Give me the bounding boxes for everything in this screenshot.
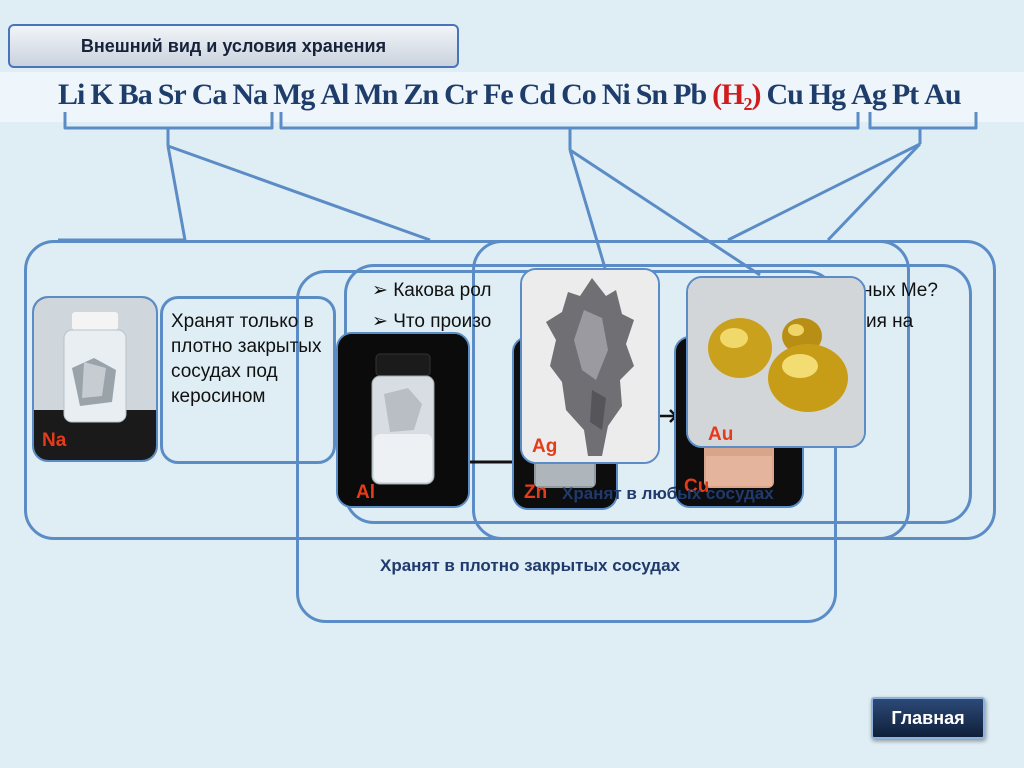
- question-2-end: ия на: [866, 311, 914, 332]
- series-el-fe: Fe: [483, 78, 514, 111]
- series-el-pt: Pt: [891, 78, 919, 111]
- label-au: Au: [708, 424, 734, 445]
- series-el-zn: Zn: [403, 78, 439, 111]
- label-ag: Ag: [532, 436, 558, 457]
- series-el-ba: Ba: [118, 78, 153, 111]
- series-el-k: K: [90, 78, 113, 111]
- slide-title-text: Внешний вид и условия хранения: [80, 35, 387, 56]
- series-el-ca: Ca: [191, 78, 228, 111]
- silver-crystal-image: [522, 270, 658, 462]
- label-al: Al: [356, 482, 375, 503]
- photo-gold: Au: [686, 276, 866, 448]
- sodium-jar-image: [34, 298, 156, 460]
- frame-any-vessels: [472, 240, 996, 540]
- aluminium-jar-image: [338, 334, 468, 506]
- kerosene-storage-note: Хранят только в плотно закрытых сосудах …: [160, 296, 336, 464]
- question-1-end: ных Me?: [862, 280, 938, 301]
- series-el-na: Na: [232, 78, 268, 111]
- caption-tight-vessels: Хранят в плотно закрытых сосудах: [380, 556, 681, 575]
- series-el-sn: Sn: [635, 78, 668, 111]
- series-el-ni: Ni: [601, 78, 631, 111]
- photo-aluminium: Al: [336, 332, 470, 508]
- question-2-start: ➢ Что произо: [372, 311, 492, 332]
- series-el-cd: Cd: [518, 78, 556, 111]
- series-el-sr: Sr: [157, 78, 187, 111]
- label-na: Na: [42, 430, 67, 451]
- series-el-li: Li: [58, 78, 85, 111]
- gold-nuggets-image: [688, 278, 864, 446]
- series-el-mg: Mg: [273, 78, 315, 111]
- series-el-co: Co: [561, 78, 597, 111]
- caption-any-vessels: Хранят в любых сосудах: [562, 484, 774, 503]
- label-zn: Zn: [524, 482, 548, 503]
- frame-kerosene-group: [24, 240, 910, 540]
- series-hydrogen: (H₂): [712, 78, 761, 111]
- series-el-au: Au: [924, 78, 961, 111]
- series-el-cu: Cu: [766, 78, 803, 111]
- home-button-label: Главная: [891, 707, 965, 728]
- slide-title: Внешний вид и условия хранения: [8, 24, 459, 68]
- label-cu: Cu: [684, 476, 710, 497]
- series-el-cr: Cr: [444, 78, 478, 111]
- home-button[interactable]: Главная: [871, 697, 985, 739]
- series-el-al: Al: [320, 78, 349, 111]
- photo-sodium: Na: [32, 296, 158, 462]
- kerosene-storage-text: Хранят только в плотно закрытых сосудах …: [171, 311, 322, 407]
- question-1-start: ➢ Какова рол: [372, 280, 492, 301]
- series-el-hg: Hg: [808, 78, 846, 111]
- series-el-pb: Pb: [673, 78, 707, 111]
- photo-silver: Ag: [520, 268, 660, 464]
- bracket-group-3: [868, 112, 978, 130]
- series-el-mn: Mn: [354, 78, 398, 111]
- activity-series-band: [0, 72, 1024, 122]
- series-el-ag: Ag: [851, 78, 887, 111]
